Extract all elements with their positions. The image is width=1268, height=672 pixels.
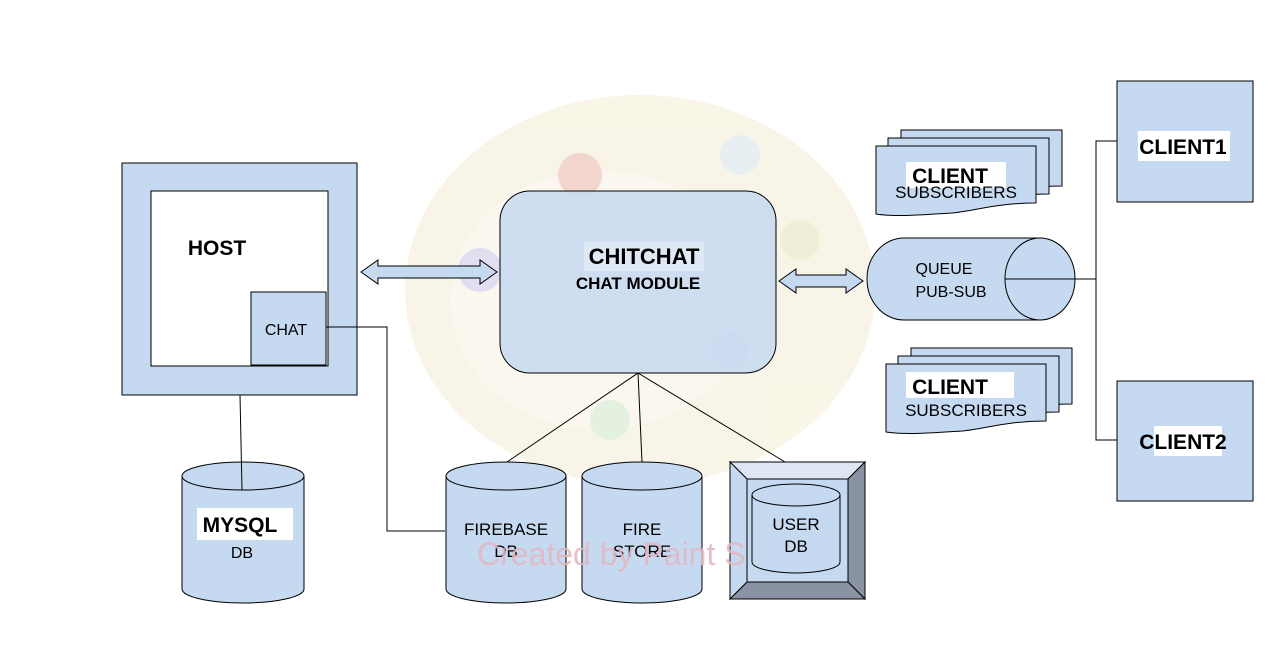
- queue-clients-connector: [1005, 140, 1117, 441]
- chitchat-subtitle: CHAT MODULE: [576, 274, 700, 293]
- chitchat-title-bg: [584, 242, 704, 271]
- client-subscribers-bottom: CLIENT SUBSCRIBERS: [885, 347, 1073, 435]
- chitchat-queue-double-arrow: [778, 268, 864, 294]
- queue-line1: QUEUE: [916, 261, 973, 278]
- client1-node: CLIENT1: [1116, 80, 1254, 203]
- client-subscribers-top: CLIENT SUBSCRIBERS: [875, 129, 1063, 217]
- client1-label-bg: [1138, 131, 1230, 161]
- client2-label: CLIENT2: [1139, 431, 1227, 454]
- subscribers-top-title: CLIENT: [912, 165, 988, 188]
- userdb-line1: USER: [772, 515, 819, 534]
- client1-label: CLIENT1: [1139, 136, 1227, 159]
- firestore-line1: FIRE: [623, 520, 662, 539]
- mysql-title: MYSQL: [203, 514, 278, 537]
- host-title: HOST: [188, 237, 247, 260]
- subscribers-bottom-subtitle: SUBSCRIBERS: [905, 401, 1027, 420]
- chitchat-title: CHITCHAT: [589, 244, 700, 269]
- firestore-line2: STORE: [613, 542, 671, 561]
- firebase-line2: DB: [494, 542, 518, 561]
- host-mysql-connector: [239, 394, 243, 491]
- chat-box: [250, 291, 327, 366]
- mysql-db-cylinder: MYSQL DB: [181, 461, 305, 604]
- chitchat-store-connectors: [506, 372, 786, 463]
- watermark-text: Created by Paint S: [477, 536, 746, 572]
- host-node: HOST CHAT: [121, 162, 358, 396]
- queue-line2: PUB-SUB: [915, 284, 986, 301]
- client2-node: CLIENT2: [1116, 380, 1254, 502]
- subscribers-top-title-bg: [906, 162, 1006, 188]
- chitchat-module: CHITCHAT CHAT MODULE: [499, 190, 777, 374]
- firebase-db-cylinder: FIREBASE DB: [445, 461, 567, 604]
- subscribers-bottom-title: CLIENT: [912, 376, 988, 399]
- firestore-cylinder: FIRE STORE: [581, 461, 703, 604]
- subscribers-top-subtitle: SUBSCRIBERS: [895, 183, 1017, 202]
- userdb-line2: DB: [784, 537, 808, 556]
- chat-label: CHAT: [265, 322, 308, 339]
- client2-label-bg: [1154, 426, 1222, 456]
- host-chitchat-double-arrow: [360, 259, 498, 285]
- mysql-label-bg: [197, 508, 293, 540]
- subscribers-bottom-title-bg: [906, 372, 1014, 398]
- user-db-bevel-box: USER DB: [728, 460, 867, 601]
- firebase-line1: FIREBASE: [464, 520, 548, 539]
- mysql-subtitle: DB: [231, 545, 253, 562]
- chat-firebase-connector: [326, 326, 445, 532]
